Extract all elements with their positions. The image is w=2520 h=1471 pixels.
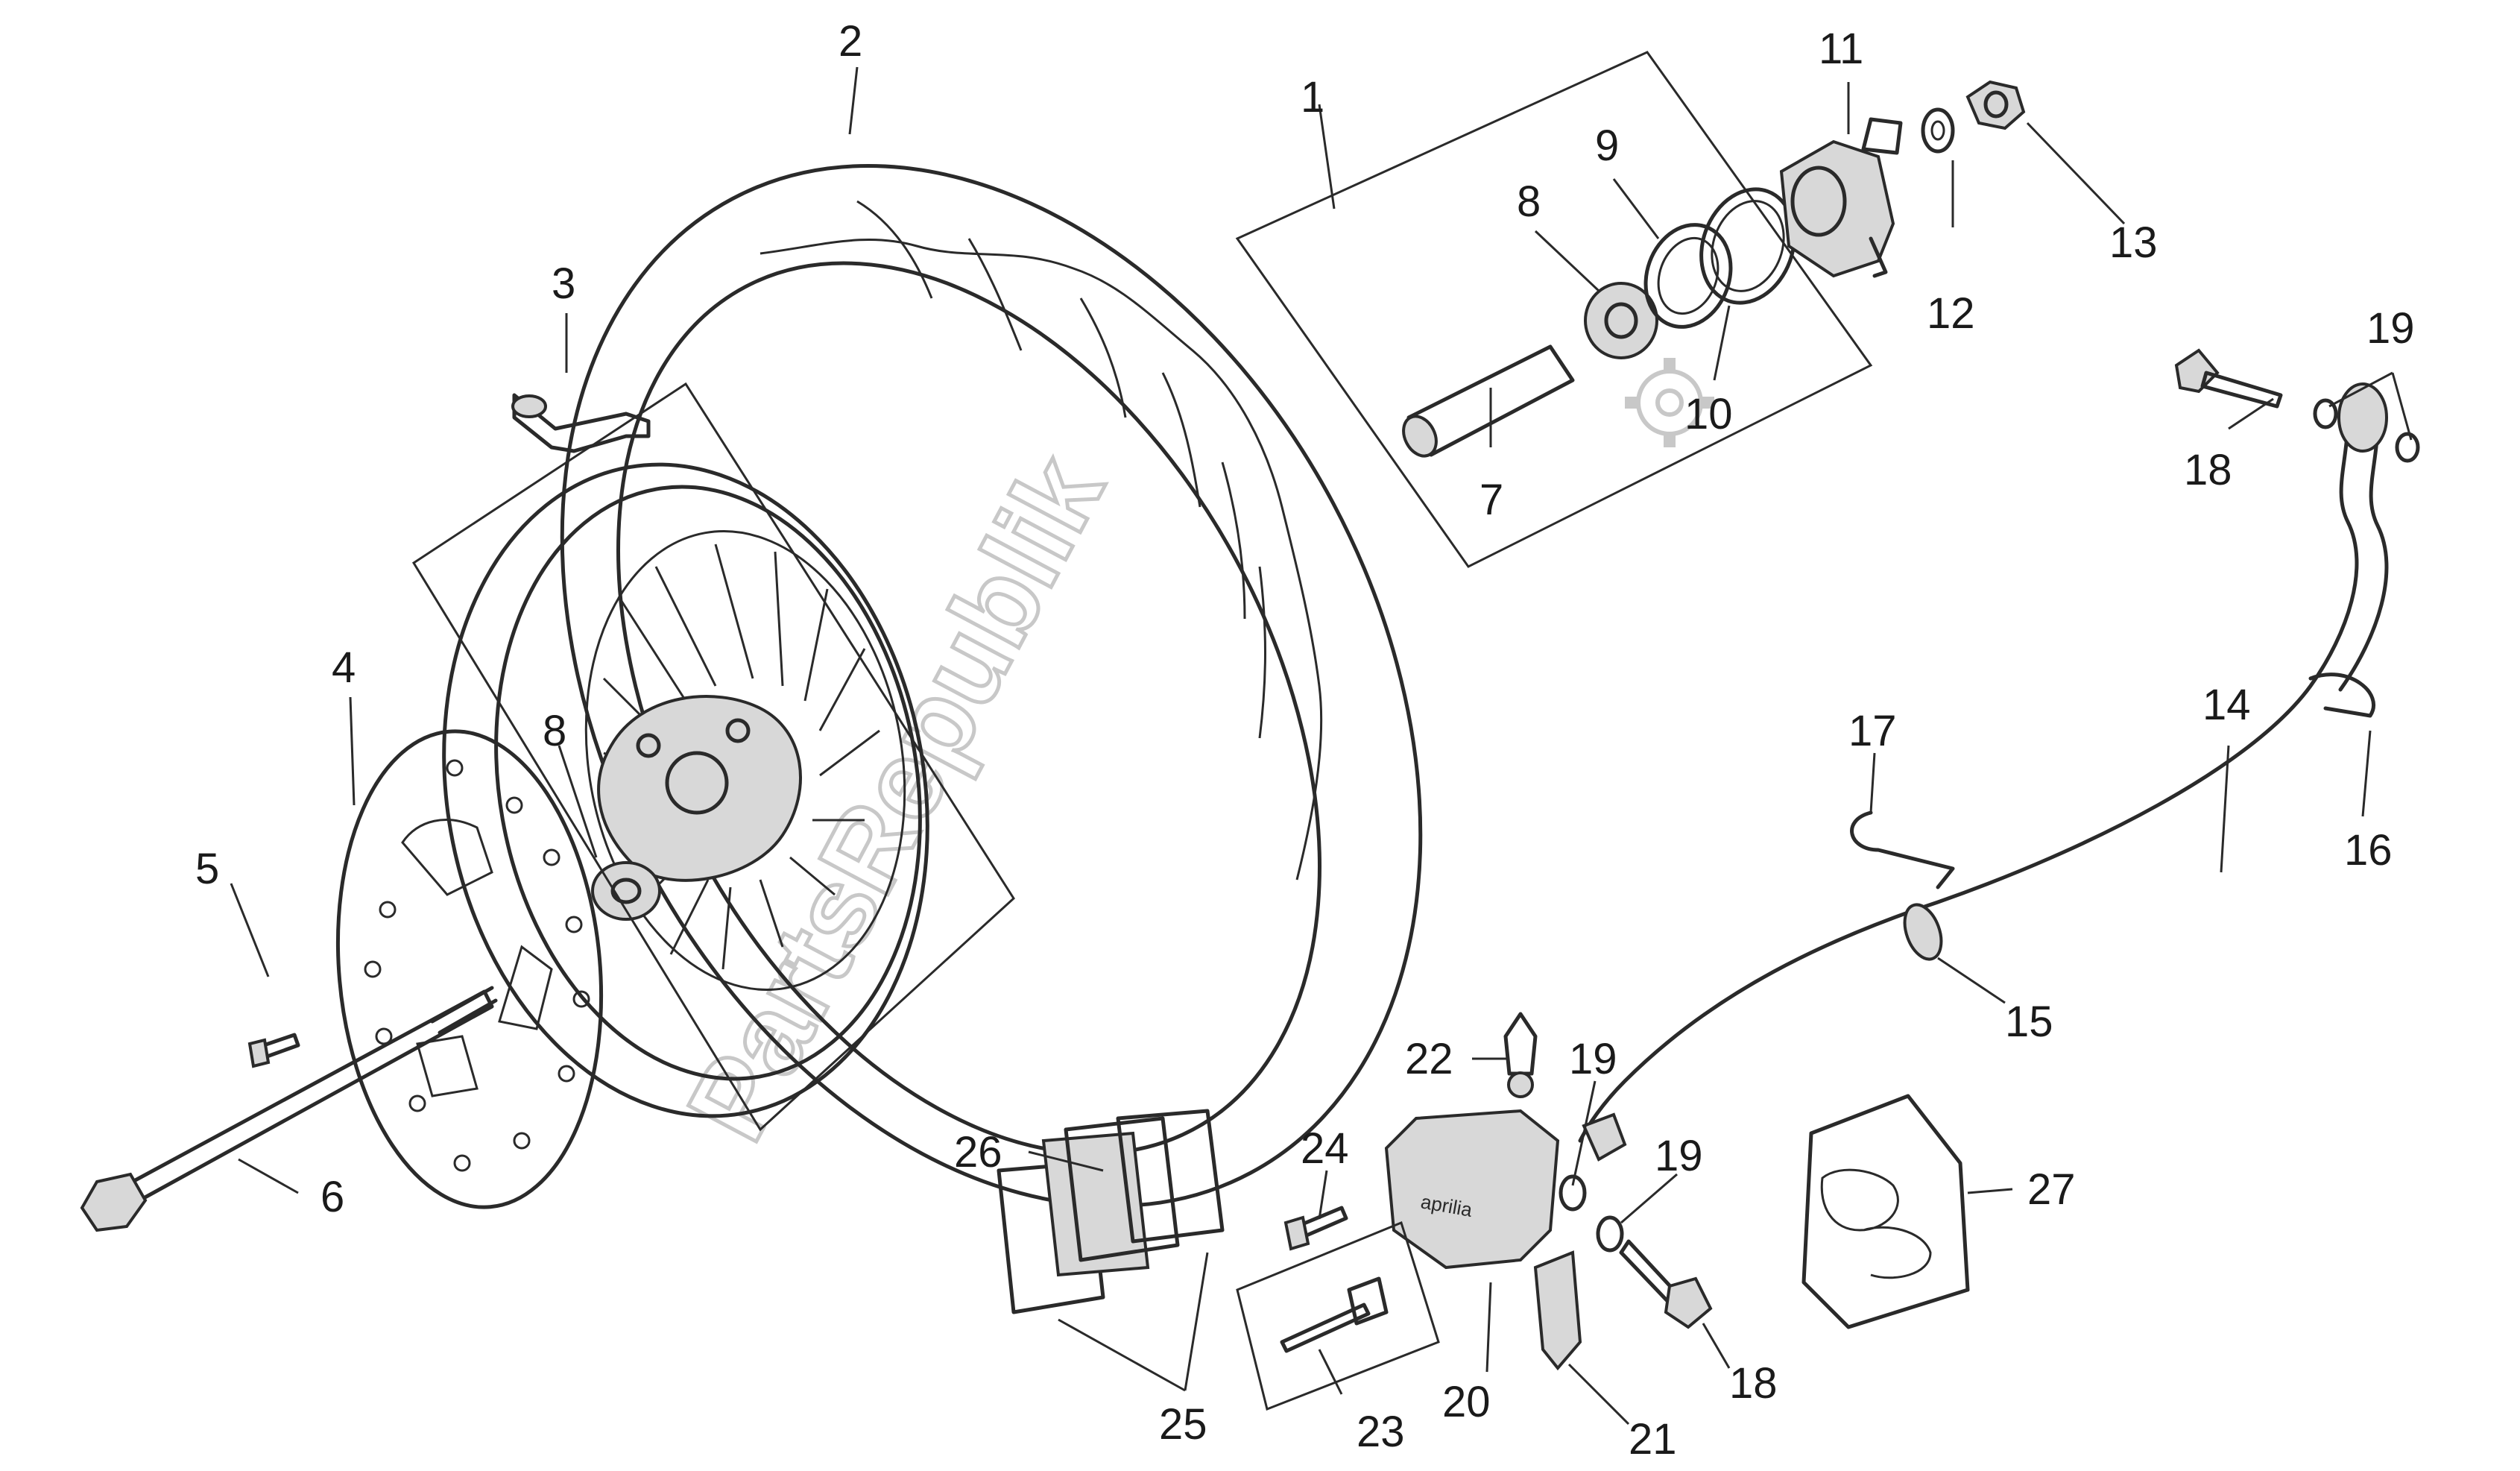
watermark-gear-icon (1625, 358, 1714, 447)
callout-20: 20 (1442, 1378, 1491, 1426)
callout-8-right: 8 (1517, 177, 1541, 226)
callout-19-upper: 19 (2366, 304, 2415, 353)
callout-22: 22 (1405, 1035, 1453, 1083)
bearing-left (591, 861, 661, 921)
brake-hose (1578, 382, 2389, 1162)
tire-valve (511, 393, 651, 453)
callout-5: 5 (195, 845, 219, 893)
bearing-right (1584, 282, 1658, 359)
brake-pads (997, 1109, 1225, 1314)
seal-ring (1699, 187, 1796, 305)
callout-18-upper: 18 (2184, 446, 2232, 494)
cable-clip (1850, 810, 1955, 889)
callout-24: 24 (1301, 1124, 1349, 1173)
callout-9: 9 (1595, 122, 1619, 170)
callout-4: 4 (332, 643, 356, 692)
hose-clip (2308, 672, 2375, 718)
washers-upper (2313, 398, 2420, 463)
seal-kit-bag (1801, 1094, 1970, 1329)
bleed-valve (1503, 1012, 1538, 1098)
wheel-axle (80, 986, 498, 1232)
callout-11: 11 (1819, 25, 1863, 73)
callout-16: 16 (2344, 826, 2393, 875)
spacer-tube (1402, 344, 1575, 458)
callout-21: 21 (1629, 1415, 1677, 1464)
callout-13: 13 (2109, 218, 2158, 267)
hub-group-box (1235, 51, 1873, 568)
callout-23: 23 (1357, 1408, 1405, 1456)
banjo-bolt-lower (1619, 1239, 1713, 1329)
caliper-bolt (1283, 1206, 1348, 1251)
callout-19-caliper-left: 19 (1569, 1035, 1617, 1083)
washers-caliper (1559, 1174, 1624, 1253)
pin-kit (1236, 1220, 1440, 1411)
callout-8-left: 8 (543, 707, 566, 755)
callout-1: 1 (1301, 73, 1324, 122)
brake-caliper: aprilia (1384, 1109, 1560, 1270)
callout-27: 27 (2027, 1165, 2076, 1214)
callout-10: 10 (1684, 390, 1733, 438)
disc-screw (247, 1033, 300, 1068)
callout-12: 12 (1927, 289, 1975, 338)
callout-14: 14 (2202, 681, 2251, 729)
callout-7: 7 (1480, 476, 1503, 524)
pad-spring (1533, 1250, 1582, 1371)
washer (1921, 107, 1955, 154)
callout-26: 26 (954, 1128, 1002, 1177)
banjo-bolt-upper (2174, 348, 2283, 409)
leader-lines (230, 66, 2413, 1426)
callout-17: 17 (1848, 707, 1897, 755)
callout-19-caliper-right: 19 (1655, 1132, 1703, 1180)
callout-labels: 1 2 3 4 5 6 7 8 8 9 10 11 12 13 14 15 16… (195, 17, 2415, 1464)
rim-group-box (411, 382, 1015, 1132)
callout-3: 3 (552, 259, 575, 308)
callout-18-lower: 18 (1729, 1359, 1778, 1408)
callout-25: 25 (1159, 1400, 1207, 1449)
callout-2: 2 (839, 17, 862, 66)
callout-6: 6 (320, 1173, 344, 1221)
speedometer-drive (1779, 117, 1903, 278)
callout-15: 15 (2005, 998, 2053, 1046)
wheel-rim (442, 462, 929, 1118)
brake-disc (335, 729, 604, 1209)
axle-nut (1965, 80, 2026, 130)
